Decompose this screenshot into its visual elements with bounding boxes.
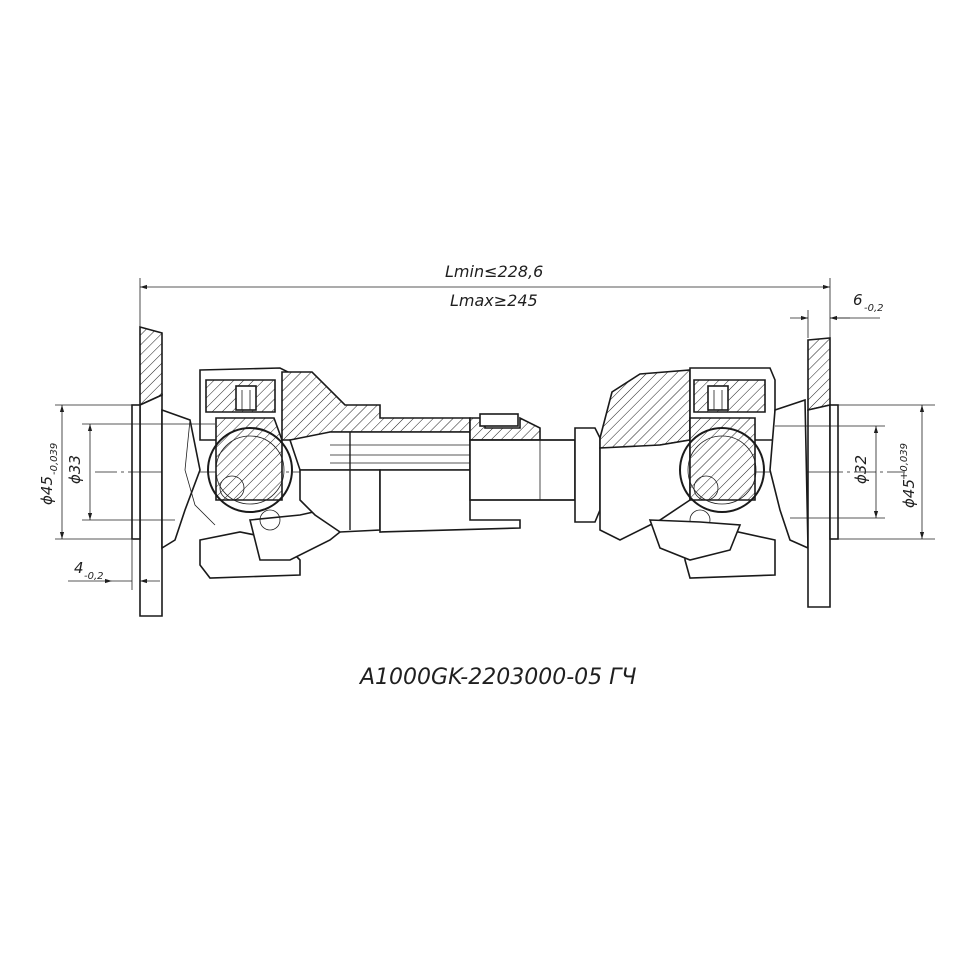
right-pilot-diameter-value: ϕ45 [900, 479, 918, 508]
left-flange-thickness-dimension: 4 -0,2 [68, 540, 160, 590]
right-flange-thickness-dimension: 6 -0,2 [790, 291, 884, 338]
right-pilot-diameter-tolerance: +0,039 [899, 443, 910, 480]
left-thickness-value: 4 [74, 559, 84, 577]
seal-boot [469, 413, 541, 441]
right-diameter-dimensions: ϕ32 ϕ45 +0,039 [775, 404, 935, 540]
part-number-label: A1000GK-2203000-05 ГЧ [358, 665, 636, 690]
right-hub [599, 369, 691, 541]
left-pilot-diameter-tolerance: -0,039 [49, 443, 60, 475]
left-thickness-tolerance: -0,2 [84, 571, 104, 582]
left-pilot-diameter-value: ϕ45 [38, 476, 56, 505]
left-flange [131, 325, 163, 617]
right-thickness-tolerance: -0,2 [864, 303, 884, 314]
left-inner-diameter-value: ϕ33 [66, 455, 84, 484]
left-hub [281, 371, 521, 533]
right-universal-joint [679, 367, 776, 531]
right-thickness-value: 6 [853, 291, 863, 309]
left-yoke [161, 408, 357, 579]
right-flange [807, 337, 839, 608]
overall-length-dimension: Lmin≤228,6 Lmax≥245 [139, 262, 831, 338]
length-max-label: Lmax≥245 [450, 291, 538, 310]
right-inner-diameter-value: ϕ32 [852, 455, 870, 484]
left-universal-joint [199, 367, 301, 531]
shaft-tube [469, 427, 601, 523]
length-min-label: Lmin≤228,6 [445, 262, 543, 281]
right-yoke [648, 398, 809, 579]
left-diameter-dimensions: ϕ45 -0,039 ϕ33 [38, 404, 215, 540]
